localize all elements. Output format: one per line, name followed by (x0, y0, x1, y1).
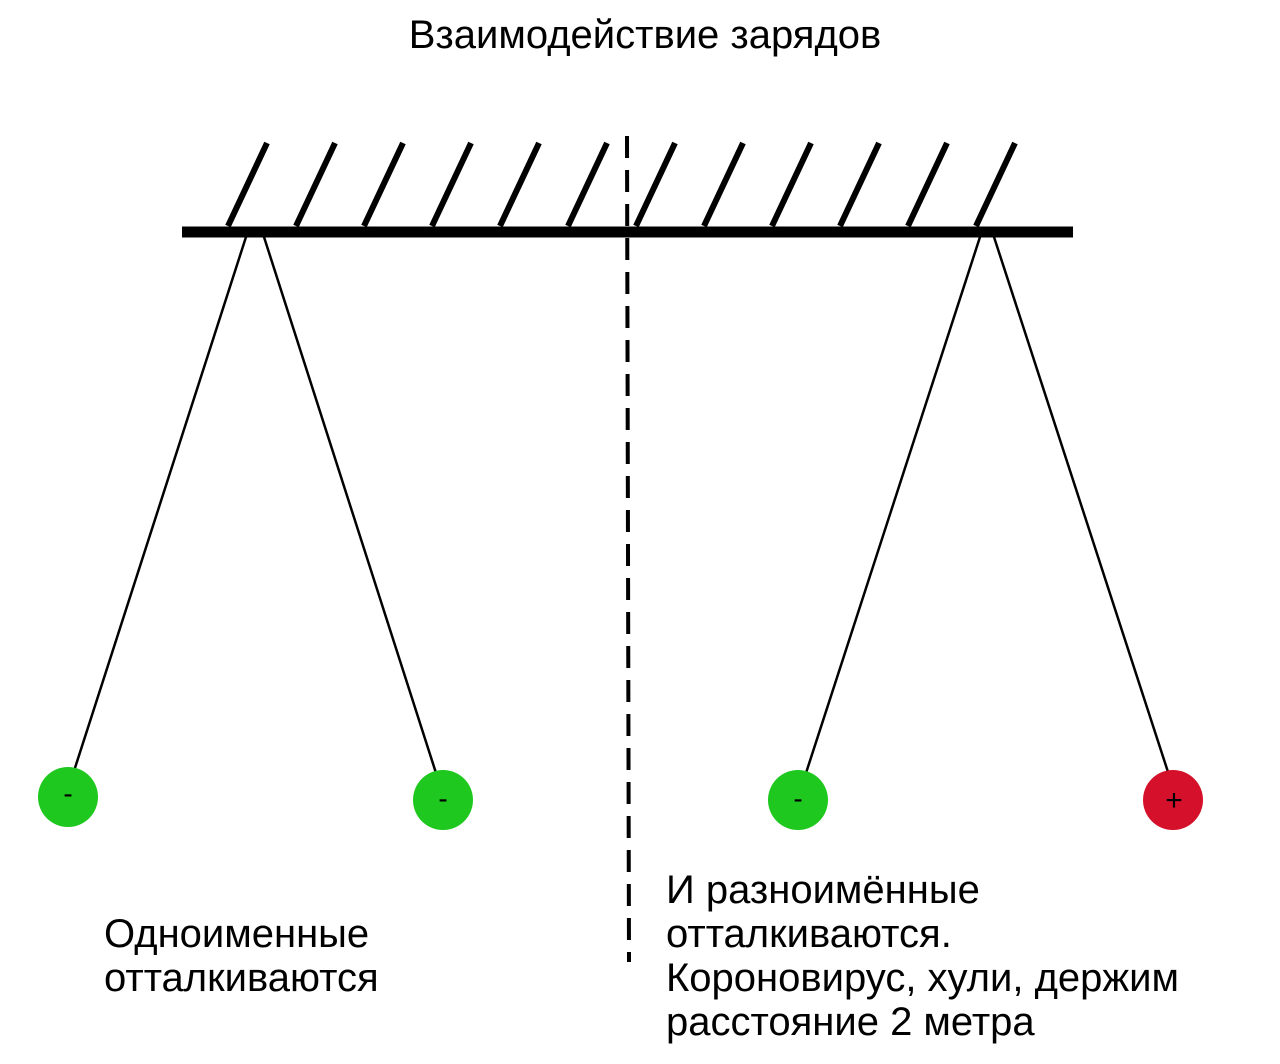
caption-line: И разноимённые (666, 868, 980, 912)
caption-line: Одноименные (104, 912, 370, 956)
hatch-mark (565, 141, 610, 228)
charge-sign: - (438, 783, 447, 814)
thread (804, 236, 982, 774)
thread (262, 236, 438, 774)
ball-body (38, 767, 98, 827)
hatch-mark (361, 141, 406, 228)
ball-body (1143, 770, 1203, 830)
divider-dashed-line (625, 135, 631, 963)
hatch-mark (633, 141, 678, 228)
charge-ball: - (413, 770, 473, 830)
charge-ball: + (1143, 770, 1203, 830)
hatch-mark (429, 141, 474, 228)
ball-body (413, 770, 473, 830)
ball-body (768, 770, 828, 830)
caption-line: отталкиваются. (666, 912, 952, 956)
charge-sign: + (1165, 784, 1183, 817)
diagram-title: Взаимодействие зарядов (408, 13, 882, 57)
caption-line: отталкиваются (104, 956, 379, 1000)
charge-ball: - (768, 770, 828, 830)
caption-like-charges: Одноименные отталкиваются (104, 912, 379, 1000)
hatch-mark (225, 141, 270, 228)
hatch-mark (905, 141, 950, 228)
caption-line: расстояние 2 метра (666, 1000, 1035, 1044)
caption-line: Короновирус, хули, держим (666, 956, 1180, 1000)
charge-sign: - (63, 778, 72, 809)
hatch-mark (769, 141, 814, 228)
thread (72, 236, 248, 772)
ceiling (182, 141, 1073, 238)
caption-unlike-charges: И разноимённые отталкиваются. Короновиру… (666, 868, 1179, 1044)
charge-balls: - - - + (38, 767, 1203, 830)
hatch-mark (497, 141, 542, 228)
hatch-mark (973, 141, 1018, 228)
ceiling-hatching (225, 141, 1018, 228)
hatch-mark (701, 141, 746, 228)
thread (992, 236, 1170, 773)
hatch-mark (293, 141, 338, 228)
charge-sign: - (793, 783, 802, 814)
threads (72, 236, 1170, 774)
hatch-mark (837, 141, 882, 228)
charge-ball: - (38, 767, 98, 827)
